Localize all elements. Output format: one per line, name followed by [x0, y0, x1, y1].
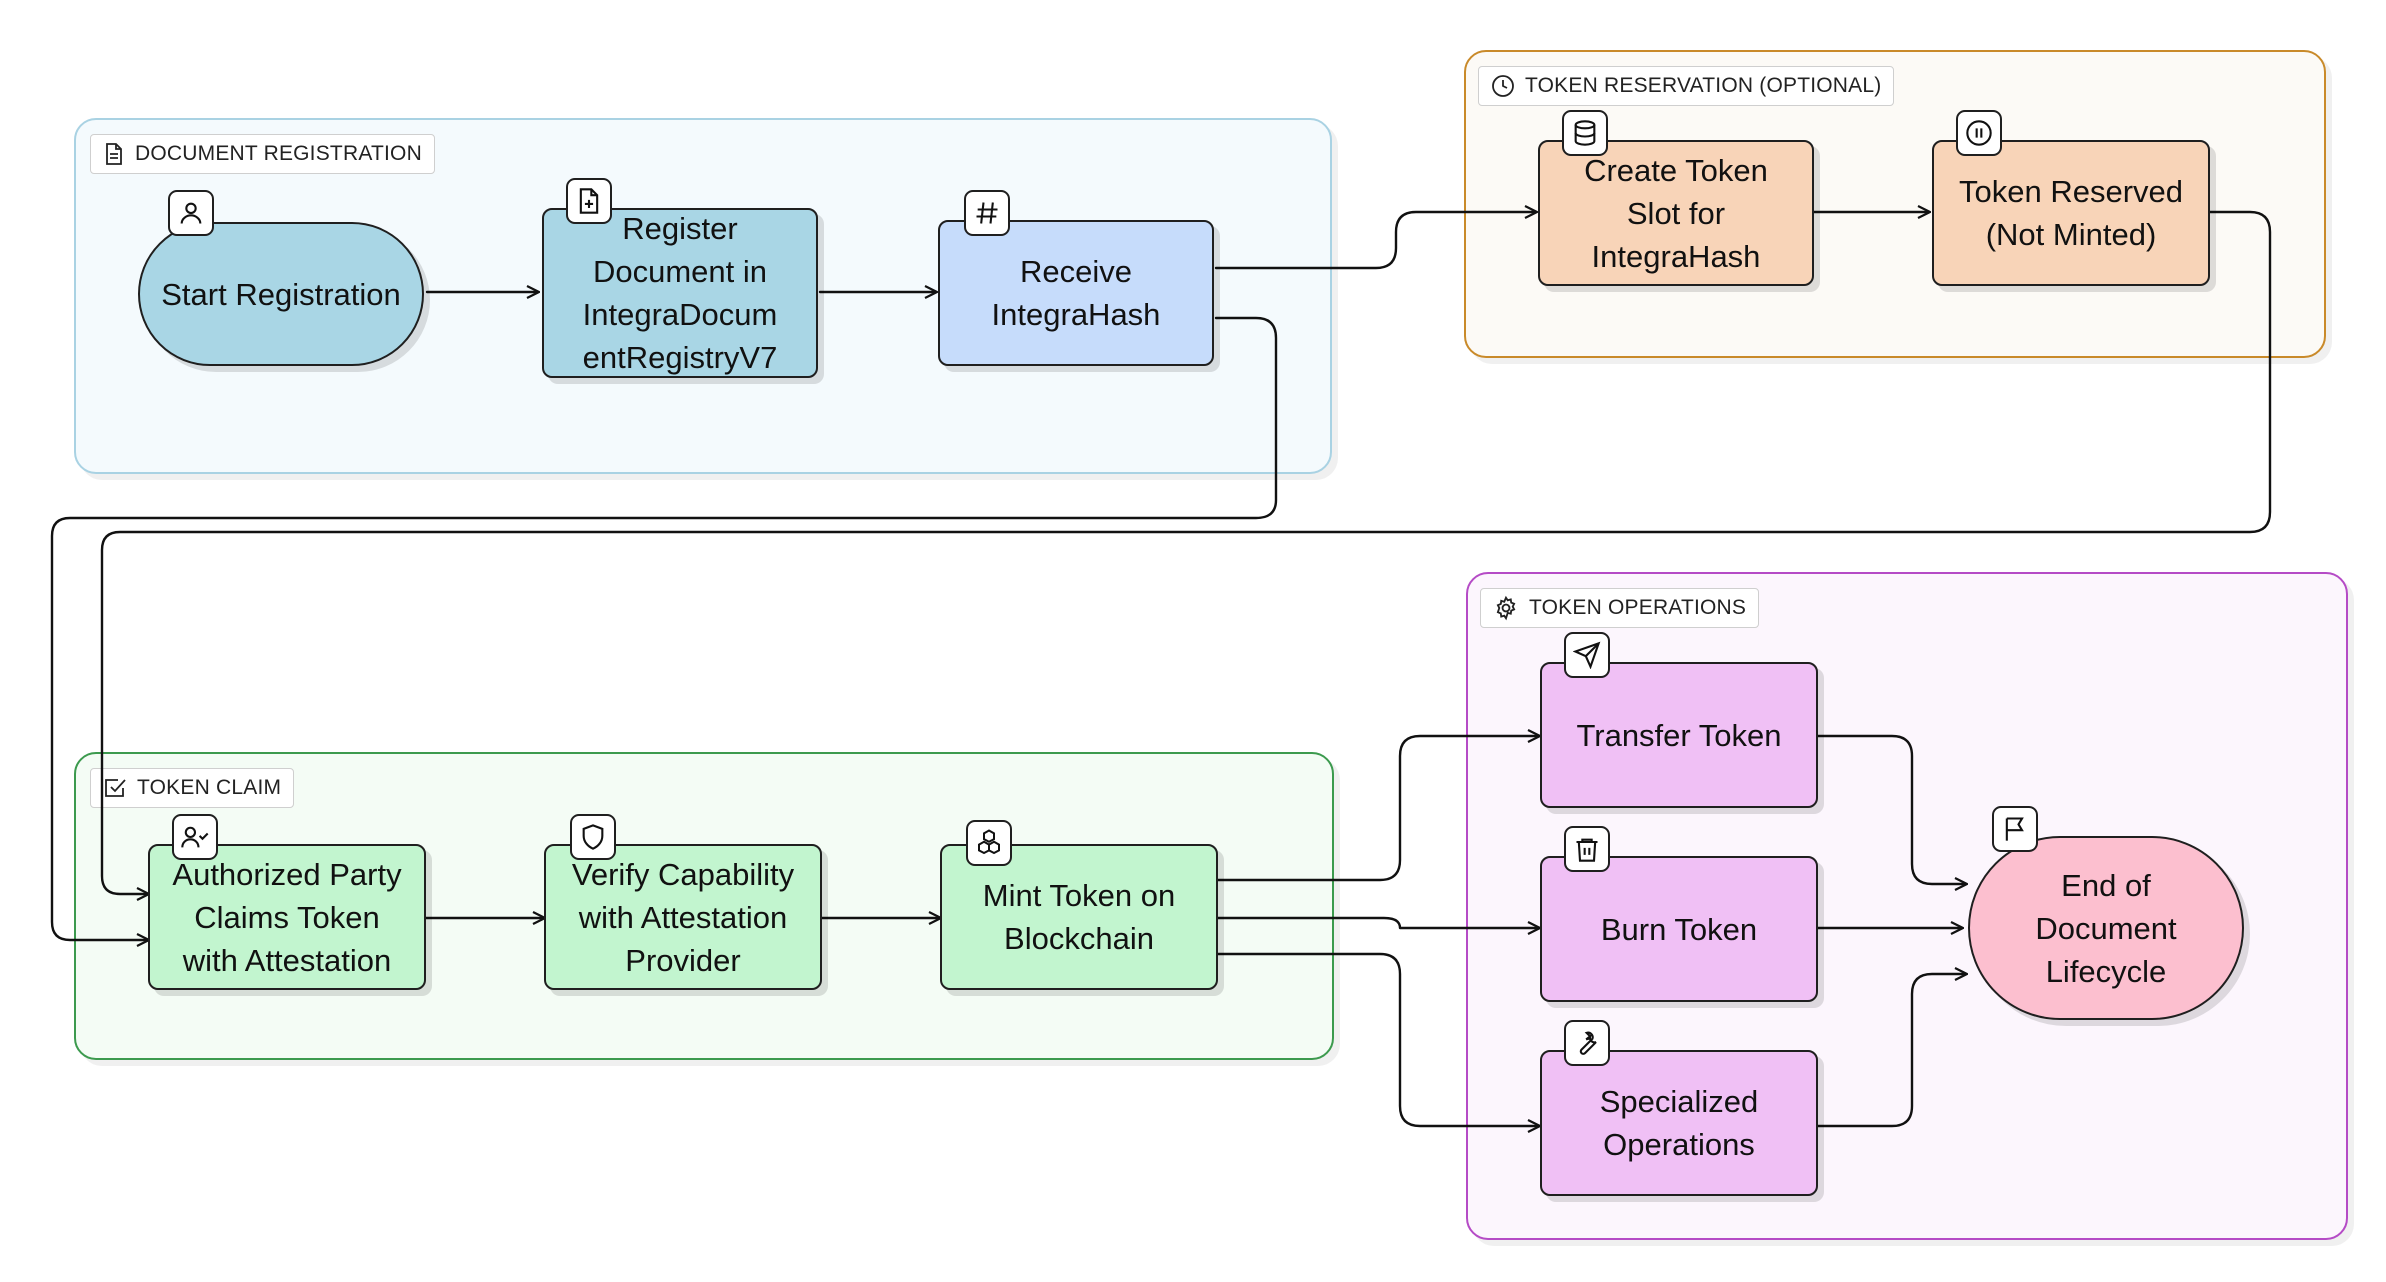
clock-icon [1492, 75, 1514, 97]
user-check-icon [181, 826, 209, 848]
node-label: Verify Capability with Attestation Provi… [571, 856, 795, 978]
node-receive-integrahash[interactable]: Receive IntegraHash [938, 220, 1214, 366]
database-icon [1574, 120, 1596, 146]
node-token-reserved[interactable]: Token Reserved (Not Minted) [1932, 140, 2210, 286]
edge-transfer-to-end [1816, 734, 1966, 884]
node-label: Token Reserved (Not Minted) [1958, 174, 2183, 252]
badge-create-token-slot [1562, 110, 1608, 156]
blocks-icon [978, 829, 1000, 855]
wrench-icon [1579, 1031, 1597, 1055]
edge-specialized-to-end [1816, 974, 1966, 1128]
node-end-lifecycle[interactable]: End of Document Lifecycle [1968, 836, 2244, 1020]
node-label: Start Registration [161, 276, 401, 312]
badge-claims-token [172, 814, 218, 860]
badge-register-document [566, 178, 612, 224]
pause-icon [1966, 120, 1992, 146]
node-label: Burn Token [1600, 911, 1758, 947]
node-claims-token[interactable]: Authorized Party Claims Token with Attes… [148, 844, 426, 990]
badge-end-lifecycle [1992, 806, 2038, 852]
hash-icon [976, 202, 998, 224]
node-start-registration[interactable]: Start Registration [138, 222, 424, 366]
group-label-operations: TOKEN OPERATIONS [1480, 588, 1760, 628]
group-label-text: TOKEN OPERATIONS [1529, 596, 1747, 619]
node-transfer-token[interactable]: Transfer Token [1540, 662, 1818, 808]
node-label: Transfer Token [1576, 717, 1782, 753]
trash-icon [1576, 838, 1598, 862]
badge-token-reserved [1956, 110, 2002, 156]
group-label-text: TOKEN CLAIM [137, 776, 282, 799]
send-icon [1573, 641, 1601, 669]
badge-specialized-operations [1564, 1020, 1610, 1066]
node-label: Authorized Party Claims Token with Attes… [172, 856, 402, 978]
checkbox-icon [105, 779, 126, 797]
group-label-text: DOCUMENT REGISTRATION [135, 142, 422, 165]
badge-mint-token [966, 820, 1012, 866]
group-label-reservation: TOKEN RESERVATION (OPTIONAL) [1478, 66, 1895, 106]
node-label: Specialized Operations [1599, 1084, 1759, 1162]
badge-start-registration [168, 190, 214, 236]
node-create-token-slot[interactable]: Create Token Slot for IntegraHash [1538, 140, 1814, 286]
node-label: Create Token Slot for IntegraHash [1584, 152, 1768, 274]
document-icon [106, 143, 122, 165]
badge-verify-capability [570, 814, 616, 860]
gear-icon [1496, 595, 1516, 621]
node-label: Register Document in IntegraDocum entReg… [582, 211, 778, 375]
edge-mint-to-specialized [1216, 952, 1539, 1126]
node-label: End of Document Lifecycle [2035, 867, 2177, 989]
group-label-registration: DOCUMENT REGISTRATION [90, 134, 435, 174]
group-label-claim: TOKEN CLAIM [90, 768, 295, 808]
node-verify-capability[interactable]: Verify Capability with Attestation Provi… [544, 844, 822, 990]
badge-burn-token [1564, 826, 1610, 872]
user-icon [180, 202, 202, 224]
file-plus-icon [579, 188, 599, 214]
edge-receive-to-create [1214, 212, 1536, 270]
node-register-document[interactable]: Register Document in IntegraDocum entReg… [542, 208, 818, 378]
flag-icon [2005, 817, 2024, 841]
node-label: Mint Token on Blockchain [982, 878, 1176, 956]
edge-reserved-to-claim [100, 210, 2272, 894]
edge-mint-to-burn [1216, 916, 1539, 928]
shield-icon [582, 824, 604, 850]
edge-receive-to-claim [50, 316, 1278, 940]
node-specialized-operations[interactable]: Specialized Operations [1540, 1050, 1818, 1196]
node-burn-token[interactable]: Burn Token [1540, 856, 1818, 1002]
node-label: Receive IntegraHash [991, 254, 1161, 332]
badge-receive-integrahash [964, 190, 1010, 236]
node-mint-token[interactable]: Mint Token on Blockchain [940, 844, 1218, 990]
edge-mint-to-transfer [1216, 736, 1539, 882]
group-label-text: TOKEN RESERVATION (OPTIONAL) [1525, 74, 1882, 97]
badge-transfer-token [1564, 632, 1610, 678]
